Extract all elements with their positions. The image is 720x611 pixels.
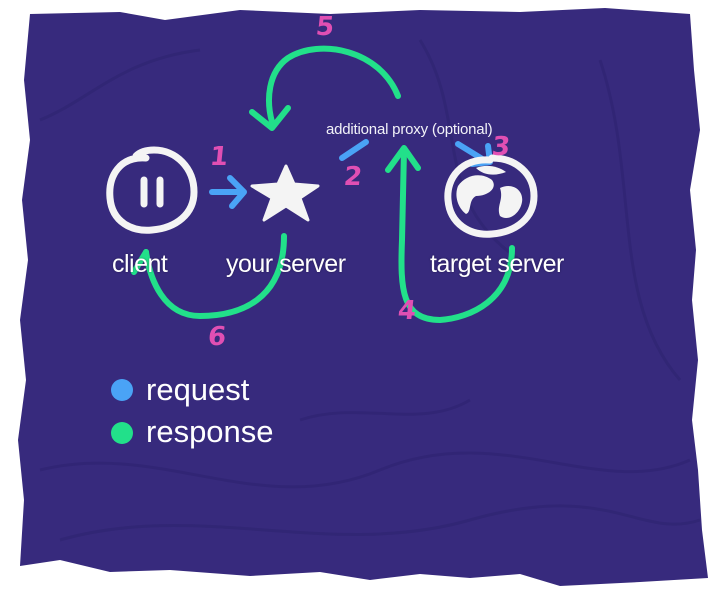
client-label: client (112, 250, 168, 278)
step-number-2: 2 (342, 162, 364, 192)
step-number-5: 5 (314, 12, 336, 42)
paper-sheet (18, 8, 708, 586)
your-server-label: your server (226, 250, 346, 278)
arrow-step-2 (339, 139, 369, 161)
legend-response-dot (111, 422, 133, 444)
step-number-1: 1 (208, 142, 230, 172)
step-number-3: 3 (490, 132, 512, 162)
target-server-label: target server (430, 250, 564, 278)
paper-creases (39, 39, 701, 542)
legend-response-label: response (146, 414, 274, 449)
proxy-label: additional proxy (optional) (326, 121, 493, 138)
arrow-step-6 (143, 233, 287, 319)
arrow-step-6-head (131, 249, 149, 275)
arrow-step-4 (398, 147, 515, 323)
legend-request-label: request (146, 372, 250, 407)
step-number-6: 6 (206, 322, 228, 352)
legend-request-dot (111, 379, 133, 401)
arrow-step-5-head (249, 105, 291, 131)
response-arrows (131, 45, 515, 323)
star-icon (250, 164, 320, 222)
step-number-4: 4 (396, 296, 418, 326)
arrow-step-1-head (227, 175, 247, 209)
globe-icon (444, 154, 538, 238)
pause-circle-icon (106, 146, 198, 234)
arrow-step-4-head (385, 145, 421, 173)
arrow-step-5 (266, 45, 401, 125)
